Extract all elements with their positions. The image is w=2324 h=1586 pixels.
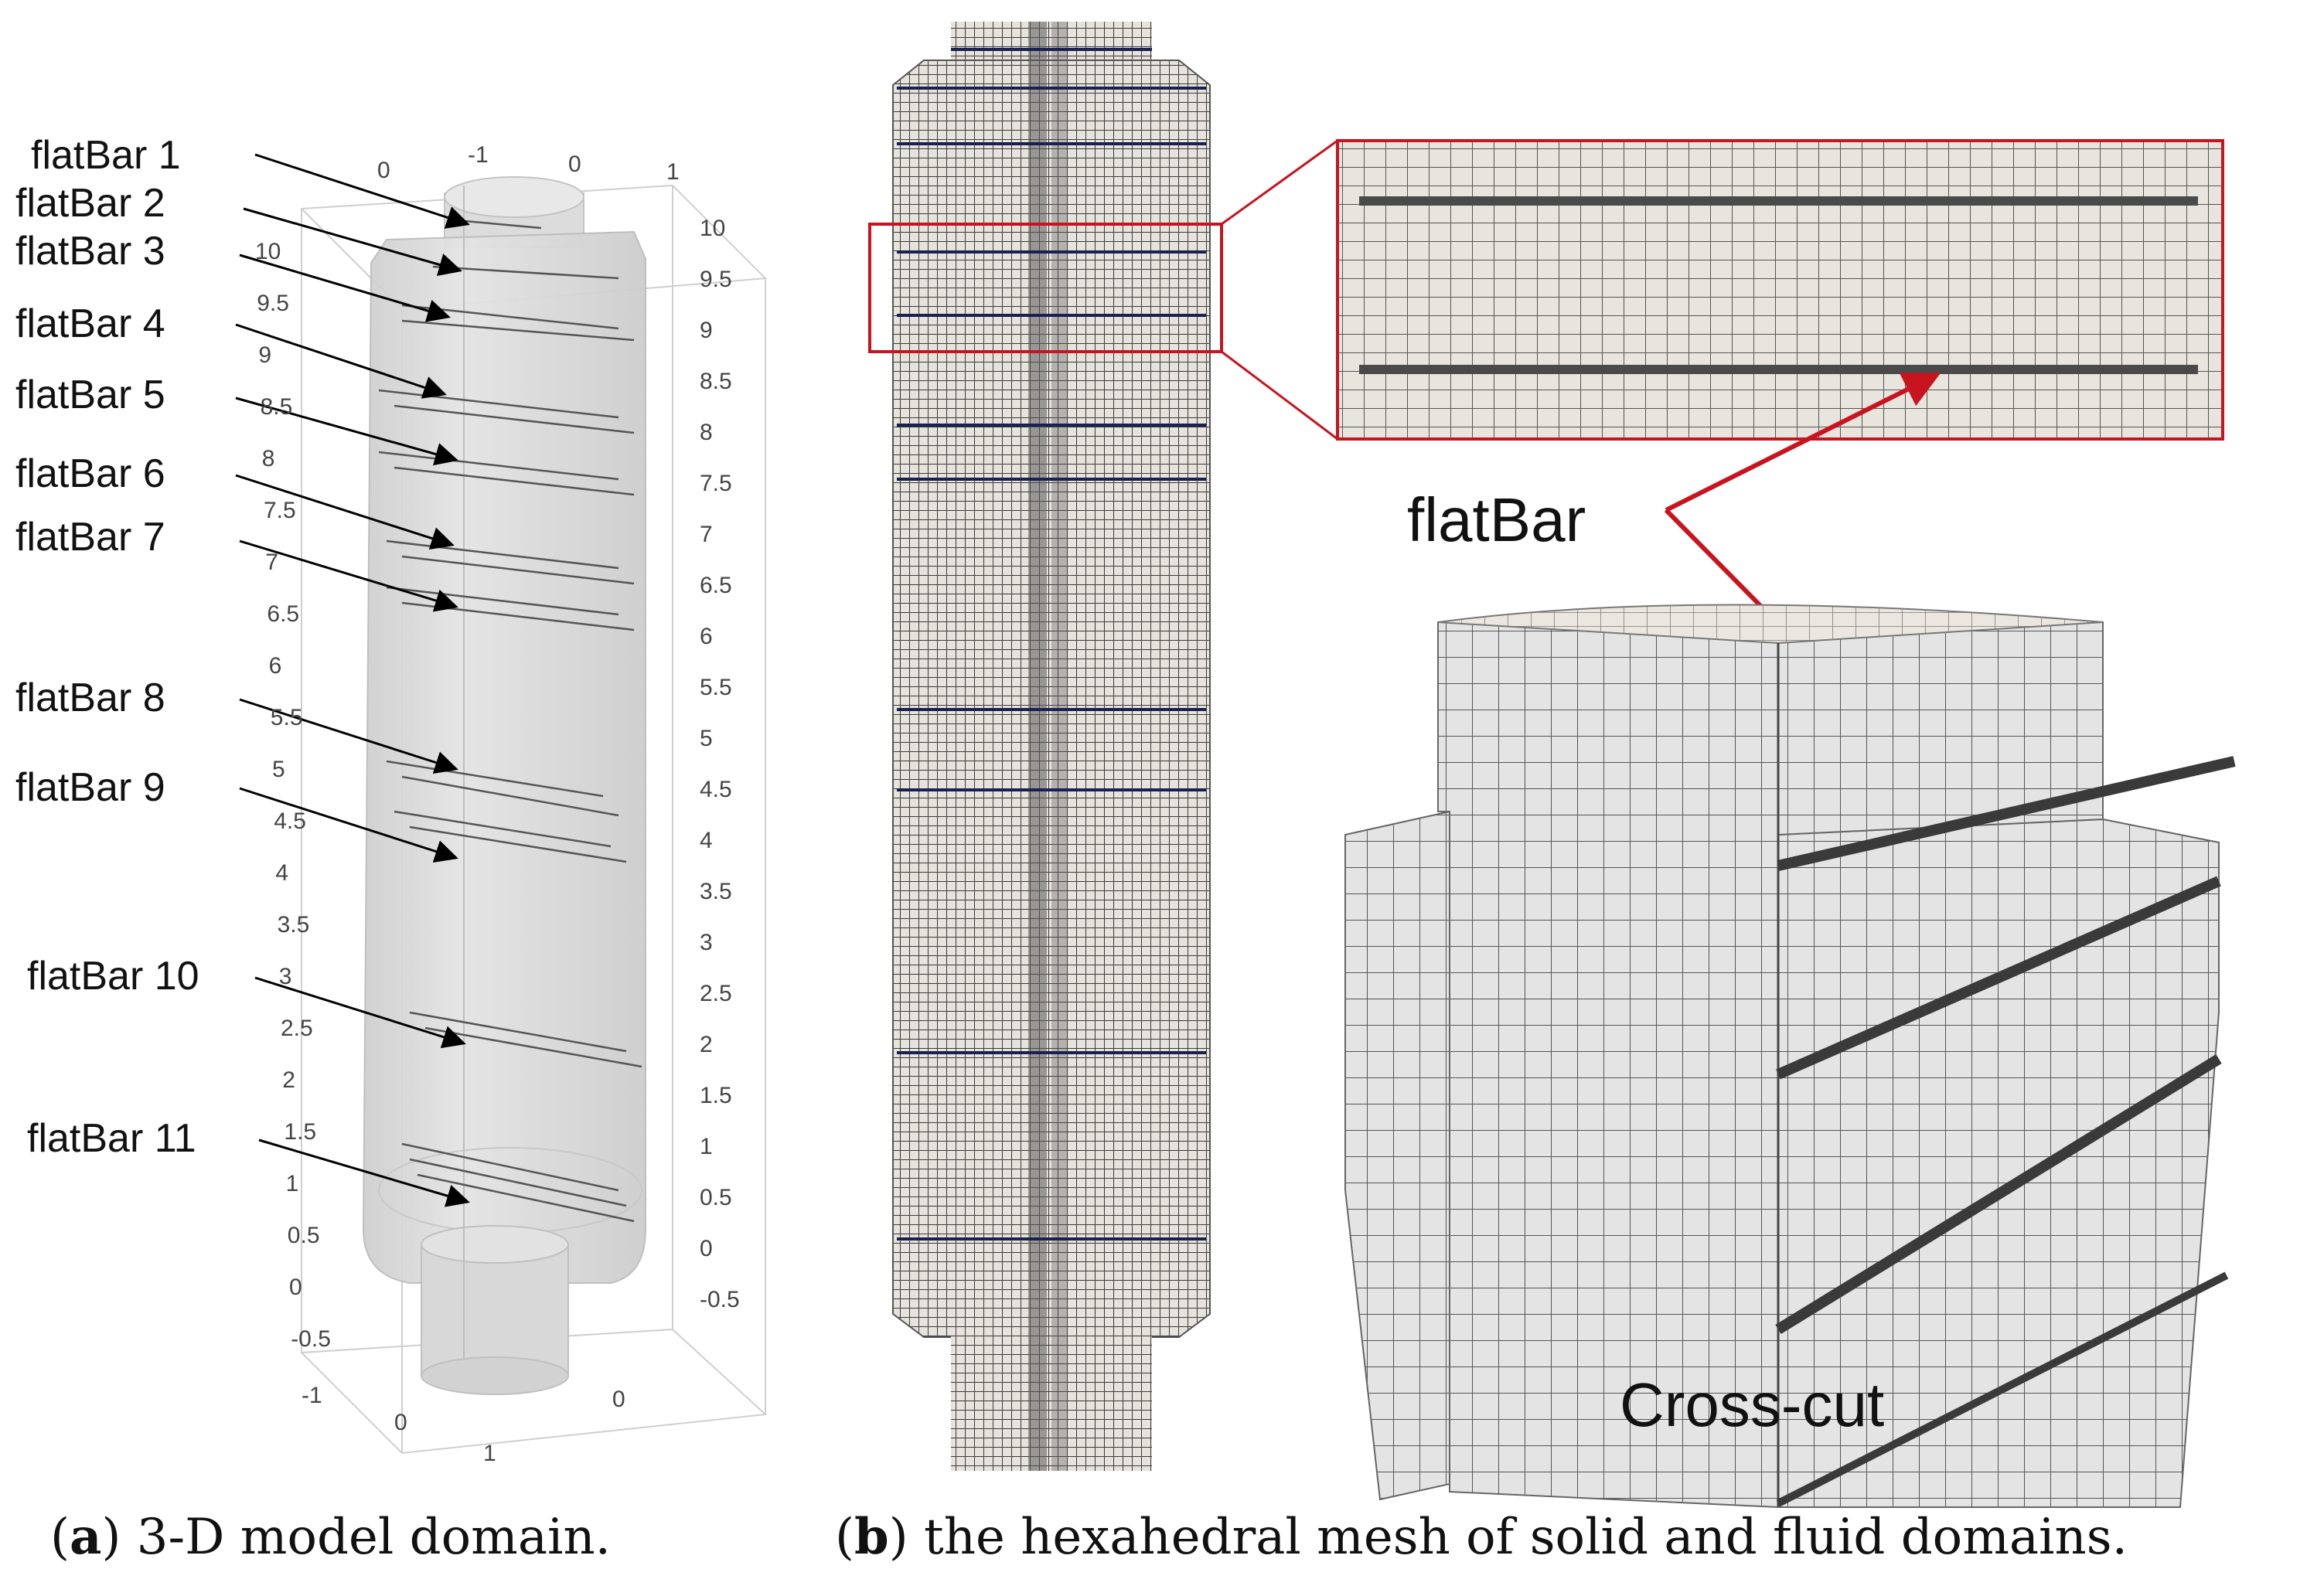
- axis-left-tick: -0.5: [291, 1326, 331, 1352]
- axis-right-tick: 1: [700, 1134, 713, 1159]
- mesh-column: [892, 22, 1211, 1471]
- axis-right-tick: 4.5: [700, 777, 732, 802]
- axis-top-tick: 0: [568, 151, 581, 177]
- axis-left-tick: 3.5: [278, 912, 310, 938]
- panel-a-3d-model: flatBar 1 flatBar 2 flatBar 3 flatBar 4 …: [15, 133, 768, 1566]
- axis-right-tick: 9.5: [700, 267, 732, 292]
- axis-right-tick: 3.5: [700, 879, 732, 904]
- axis-left-tick: 3: [279, 964, 292, 989]
- flatbar-label-11: flatBar 11: [27, 1116, 196, 1161]
- axis-left-tick: 5: [272, 757, 285, 782]
- flatbar-label-7: flatBar 7: [15, 515, 165, 560]
- axis-right-tick: 8: [700, 420, 713, 445]
- axis-left-tick: 9.5: [257, 291, 289, 316]
- axis-left-tick: 0: [289, 1275, 302, 1300]
- axis-top-tick: 1: [666, 159, 680, 185]
- caption-a-letter: a: [70, 1508, 101, 1566]
- axis-top-tick: 0: [377, 158, 390, 183]
- axis-right-tick: 2.5: [700, 981, 732, 1006]
- flatbar-label-9: flatBar 9: [15, 765, 165, 810]
- axis-left: 10 9.5 9 8.5 8 7.5 7 6.5 6 5.5 5 4.5 4 3.5 3 2.5 2 1.5 1 0.…: [255, 239, 331, 1352]
- axis-right-tick: 0: [700, 1236, 713, 1261]
- cross-cut-mesh: [1344, 604, 2236, 1509]
- caption-b-letter: b: [854, 1508, 889, 1566]
- flatbar-label-1: flatBar 1: [31, 133, 181, 178]
- axis-right-tick: 10: [700, 216, 725, 241]
- axis-left-tick: 8.5: [261, 394, 293, 420]
- axis-left-tick: 7.5: [264, 498, 296, 523]
- axis-right-tick: 6.5: [700, 573, 732, 598]
- axis-bottom: -1 0 1 0: [302, 1383, 625, 1466]
- axis-right-tick: 4: [700, 828, 713, 853]
- flatbar-label-2: flatBar 2: [15, 181, 165, 226]
- caption-a-text: 3-D model domain.: [121, 1509, 611, 1566]
- axis-left-tick: 7: [265, 550, 278, 575]
- axis-bottom-tick: -1: [302, 1383, 322, 1408]
- caption-b: (b) the hexahedral mesh of solid and flu…: [835, 1508, 2128, 1566]
- axis-bottom-tick: 1: [483, 1441, 496, 1466]
- axis-left-tick: 4: [275, 860, 288, 886]
- axis-top-tick: -1: [468, 142, 489, 168]
- axis-right-tick: 8.5: [700, 369, 732, 394]
- leader-arrows: [235, 153, 470, 1207]
- axis-left-tick: 0.5: [288, 1223, 320, 1248]
- flatbar-label-3: flatBar 3: [15, 229, 165, 274]
- axis-right-tick: 9: [700, 318, 713, 343]
- axis-right: 10 9.5 9 8.5 8 7.5 7 6.5 6 5.5 5 4.5 4 3.5 3 2.5 2 1.5 1 0.…: [700, 216, 740, 1312]
- axis-left-tick: 2: [282, 1067, 295, 1093]
- flatbar-label-6: flatBar 6: [15, 451, 165, 496]
- flatbar-label-5: flatBar 5: [15, 373, 165, 417]
- axis-left-tick: 1: [286, 1171, 299, 1196]
- flatbar-label-group: flatBar 1 flatBar 2 flatBar 3 flatBar 4 …: [15, 133, 199, 1161]
- flatbar-callout-label: flatBar: [1407, 485, 1586, 554]
- axis-left-tick: 2.5: [281, 1016, 313, 1041]
- axis-left-tick: 6.5: [267, 601, 299, 627]
- axis-right-tick: 7.5: [700, 471, 732, 496]
- axis-right-tick: -0.5: [700, 1287, 740, 1312]
- axis-left-tick: 9: [258, 342, 271, 368]
- axis-right-tick: 6: [700, 624, 713, 649]
- zoom-region-box: [868, 223, 1223, 353]
- axis-right-tick: 5.5: [700, 675, 732, 700]
- flatbar-label-8: flatBar 8: [15, 676, 165, 720]
- axis-right-tick: 5: [700, 726, 713, 751]
- axis-bottom-tick: 0: [612, 1387, 625, 1412]
- axis-left-tick: 6: [269, 653, 282, 679]
- caption-a: (a) 3-D model domain.: [50, 1508, 611, 1566]
- axis-left-tick: 10: [255, 239, 281, 264]
- axis-left-tick: 5.5: [271, 705, 303, 730]
- caption-b-text: the hexahedral mesh of solid and fluid d…: [908, 1509, 2128, 1566]
- axis-left-tick: 8: [262, 446, 275, 471]
- flatbar-label-10: flatBar 10: [27, 954, 199, 999]
- axis-left-tick: 4.5: [274, 808, 306, 834]
- axis-right-tick: 0.5: [700, 1185, 732, 1210]
- axis-right-tick: 3: [700, 930, 713, 955]
- axis-right-tick: 2: [700, 1032, 713, 1057]
- flatbar-bands: [897, 48, 1206, 1241]
- axis-left-tick: 1.5: [284, 1119, 316, 1145]
- zoom-connector-bottom: [1221, 350, 1338, 441]
- axis-bottom-tick: 0: [394, 1410, 407, 1435]
- flatbar-label-4: flatBar 4: [15, 301, 165, 346]
- axis-top: 0 -1 0 1: [377, 142, 680, 185]
- cross-cut-label: Cross-cut: [1620, 1370, 1884, 1439]
- axis-right-tick: 1.5: [700, 1083, 732, 1108]
- zoom-inset: [1336, 139, 2224, 441]
- axis-right-tick: 7: [700, 522, 713, 547]
- panel-b-mesh: flatBar Cross-cut (b) the hexahedral mes…: [835, 22, 2236, 1566]
- zoom-connector-top: [1221, 139, 1338, 226]
- tank-body: [362, 176, 646, 1395]
